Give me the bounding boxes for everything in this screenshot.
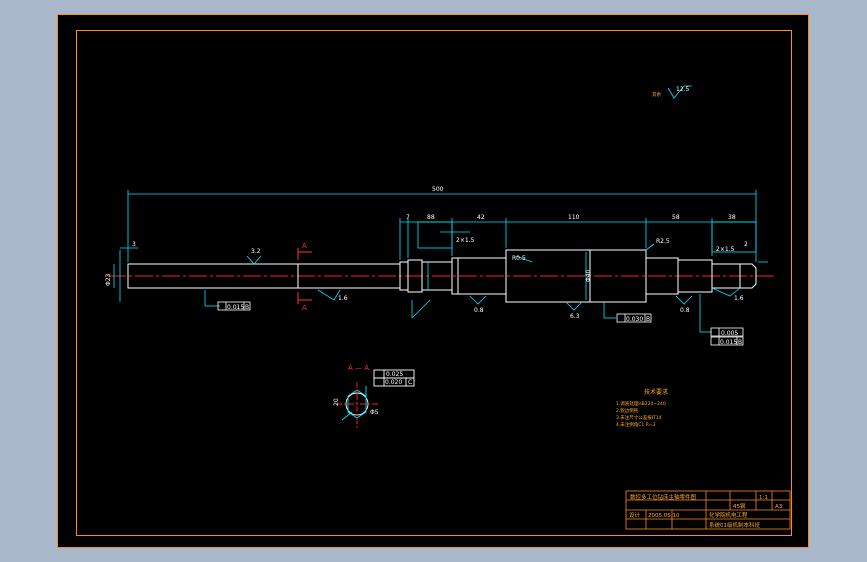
- roughness-6-3: 6.3: [570, 313, 580, 320]
- notes-line1: 1.调质处理HB220~240: [616, 400, 666, 407]
- tol-runout-right-datum: B: [738, 339, 742, 346]
- outer-frame: [57, 14, 809, 548]
- tb-class: 系统01级机制本科班: [709, 521, 760, 529]
- dim-7: 7: [406, 214, 410, 221]
- section-markers: [297, 248, 312, 304]
- tb-school: 数控多工位钻床主轴零件图: [630, 493, 697, 501]
- section-tol-1: 0.025: [386, 371, 403, 378]
- dim-right-2: 2: [744, 241, 748, 248]
- roughness-0-8-b: 0.8: [680, 307, 690, 314]
- dim-r-main: R0.5: [512, 255, 526, 262]
- dim-38: 38: [728, 214, 736, 221]
- tol-runout-mid: 0.030: [626, 316, 643, 323]
- notes-line4: 4.未注倒角C1 R=3: [616, 421, 656, 428]
- tb-date: 2005.05.10: [648, 513, 680, 519]
- rest-roughness-symbol: [667, 85, 692, 99]
- shaft-outline: [127, 249, 757, 303]
- notes-line3: 3.未注尺寸公差按IT14: [616, 414, 662, 421]
- tol-runout-left-datum: B: [245, 304, 249, 311]
- section-label-top: A: [302, 242, 307, 250]
- roughness-1-6-left: 1.6: [338, 295, 348, 302]
- sheet-background: [57, 14, 809, 548]
- notes-line2: 2.锐边倒钝: [616, 407, 639, 414]
- section-tol-datum: C: [408, 379, 412, 386]
- dim-88: 88: [427, 214, 435, 221]
- roughness-1-6-right: 1.6: [734, 295, 744, 302]
- rest-label: 其余: [652, 91, 661, 98]
- tb-designer: 设计: [629, 511, 641, 519]
- section-tol-2: 0.020: [385, 379, 402, 386]
- tb-scale: 1:1: [759, 495, 768, 501]
- tolerance-frames: [217, 301, 744, 346]
- section-dim-right: Φ5: [370, 409, 379, 416]
- dim-chamfer-right: 2×1.5: [716, 246, 735, 253]
- tol-runout-mid-datum: B: [646, 316, 650, 323]
- dim-110: 110: [568, 214, 580, 221]
- tol-perp-right: 0.005: [721, 330, 738, 337]
- roughness-0-8-a: 0.8: [474, 307, 484, 314]
- tb-dept: 化学院机电工程: [709, 511, 748, 519]
- dim-dia-left: Φ23: [105, 273, 112, 286]
- tb-material: 45钢: [733, 502, 746, 510]
- dim-chamfer-left: 2×1.5: [456, 237, 475, 244]
- dim-total-length: 500: [432, 186, 444, 193]
- tb-sheet: A3: [775, 504, 783, 510]
- section-view: [336, 369, 415, 428]
- tol-runout-right: 0.015: [720, 339, 737, 346]
- section-dim-left: 20: [333, 398, 340, 406]
- roughness-3-2: 3.2: [251, 248, 261, 255]
- dim-left-3: 3: [132, 241, 136, 248]
- dim-58: 58: [672, 214, 680, 221]
- tol-runout-left: 0.015: [227, 304, 244, 311]
- section-label-bottom: A: [302, 304, 307, 312]
- dim-dia-mid: Φ40: [585, 269, 592, 282]
- dim-r2: R2.5: [656, 238, 670, 245]
- section-title: A — A: [348, 364, 369, 372]
- dimension-lines: [113, 190, 768, 333]
- rest-value: 12.5: [676, 86, 690, 93]
- title-block-grid: [625, 490, 791, 530]
- inner-frame: [76, 30, 792, 536]
- dim-42: 42: [477, 214, 485, 221]
- notes-title: 技术要求: [644, 388, 668, 396]
